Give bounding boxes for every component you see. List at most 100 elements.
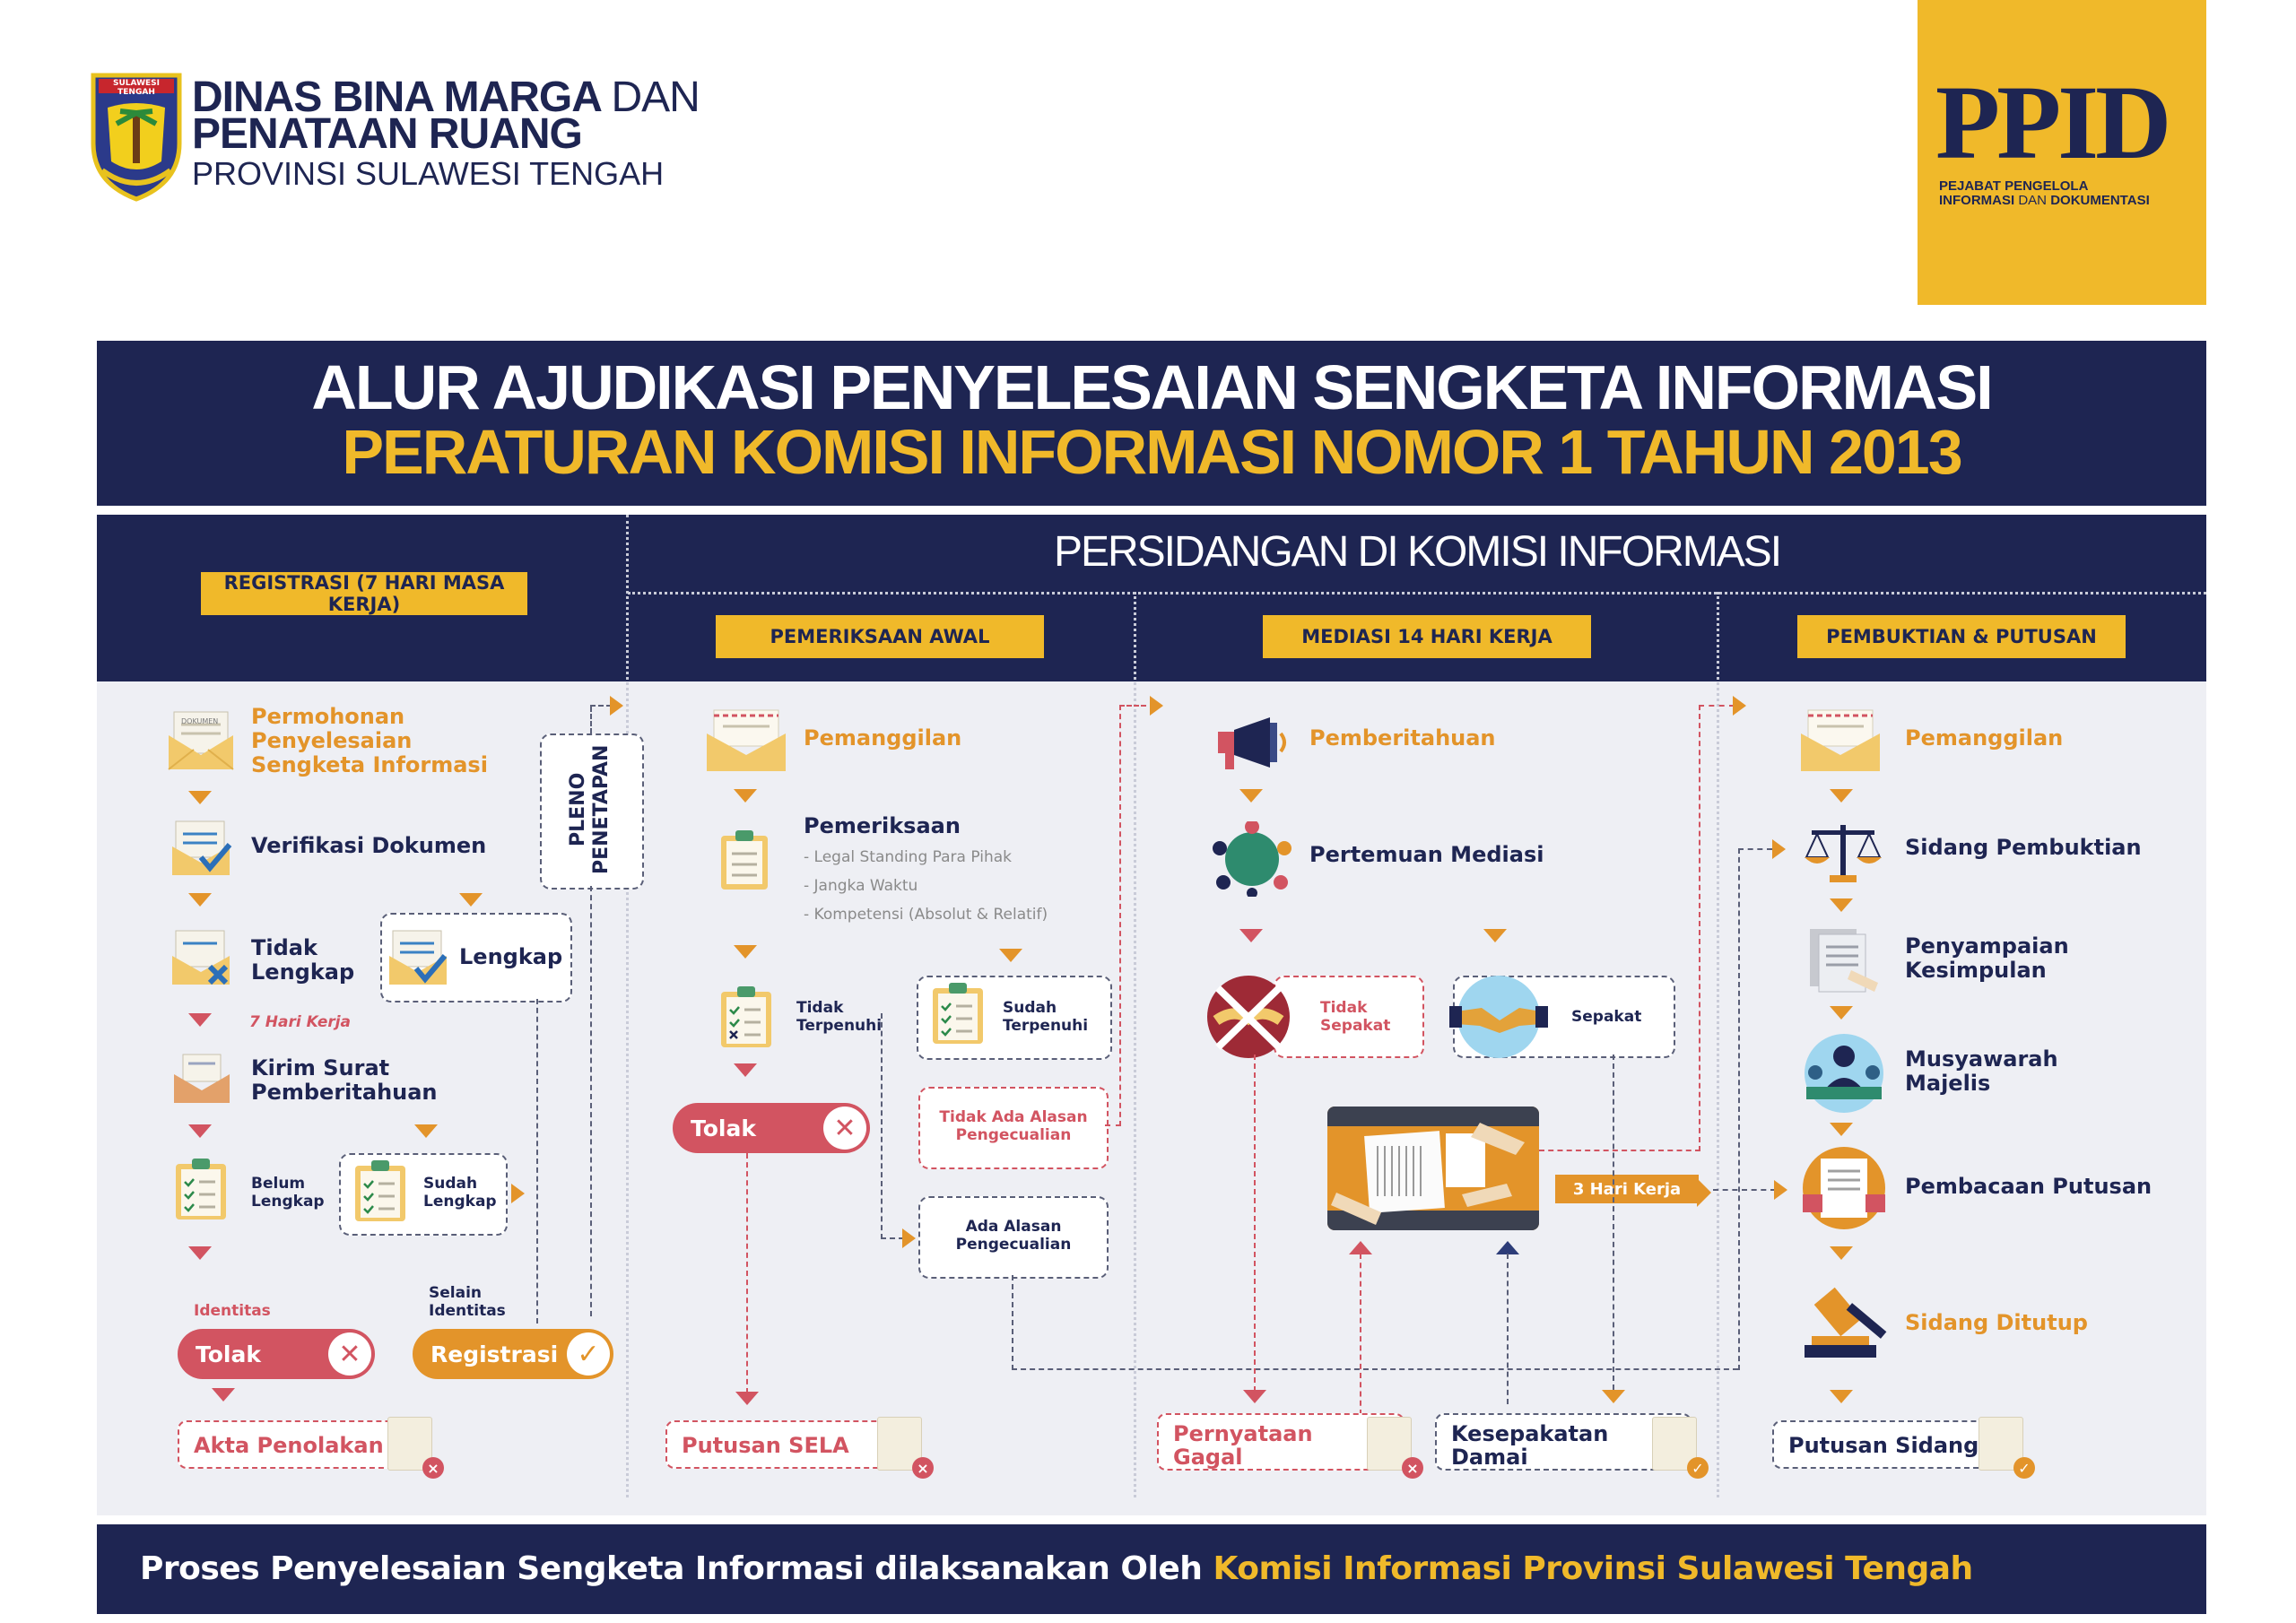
arrow-down xyxy=(188,791,212,804)
step-pertemuan-mediasi: Pertemuan Mediasi xyxy=(1309,842,1544,867)
arrow-right xyxy=(902,1228,916,1248)
documents-icon xyxy=(1806,925,1882,997)
ppid-line2c: DOKUMENTASI xyxy=(2050,193,2150,208)
phase-registrasi: REGISTRASI (7 HARI MASA KERJA) xyxy=(201,572,527,615)
org-line3: PROVINSI SULAWESI TENGAH xyxy=(192,155,665,192)
step-kirim-surat: Kirim Surat Pemberitahuan xyxy=(251,1055,438,1105)
step-ada-alasan: Ada Alasan Pengecualian xyxy=(955,1218,1072,1254)
org-line1: DINAS BINA MARGA xyxy=(192,74,601,121)
check-icon: ✓ xyxy=(567,1332,610,1376)
pernyataan-gagal-label: Pernyataan Gagal xyxy=(1173,1421,1313,1470)
close-icon: ✕ xyxy=(823,1107,866,1150)
outcome-akta-penolakan: Akta Penolakan xyxy=(178,1420,411,1469)
arrow-down xyxy=(414,1124,438,1138)
arrow-down xyxy=(1602,1390,1625,1403)
outcome-kesepakatan-damai: Kesepakatan Damai xyxy=(1435,1413,1692,1471)
tolak-label: Tolak xyxy=(196,1341,261,1367)
complete-doc-icon xyxy=(387,927,450,990)
envelope-icon xyxy=(167,708,235,775)
arrow-down xyxy=(188,1124,212,1138)
footer-main: Proses Penyelesaian Sengketa Informasi d… xyxy=(140,1550,1203,1587)
kesepakatan-damai-label: Kesepakatan Damai xyxy=(1451,1421,1609,1470)
arrow-down xyxy=(734,789,757,803)
box-pleno xyxy=(540,733,644,890)
arrow-down xyxy=(1830,1006,1853,1020)
phase-divider-2 xyxy=(1134,592,1136,1497)
arrow-down xyxy=(212,1388,235,1402)
arrow-down xyxy=(999,949,1022,962)
phase-pembuktian: PEMBUKTIAN & PUTUSAN xyxy=(1797,615,2126,658)
connector-line xyxy=(1699,705,1735,707)
arrow-down xyxy=(1830,1123,1853,1136)
arrow-up xyxy=(1349,1241,1372,1254)
clipboard-check-icon xyxy=(929,981,987,1049)
putusan-sela-label: Putusan SELA xyxy=(682,1433,849,1458)
footer-text: Proses Penyelesaian Sengketa Informasi d… xyxy=(140,1546,2185,1593)
clipboard-icon xyxy=(718,985,775,1053)
step-tidak-ada-alasan: Tidak Ada Alasan Pengecualian xyxy=(939,1108,1088,1144)
phase-mediasi: MEDIASI 14 HARI KERJA xyxy=(1263,615,1591,658)
council-icon xyxy=(1797,1033,1891,1117)
arrow-down xyxy=(734,945,757,959)
footer-band xyxy=(97,1524,2206,1614)
connector-line xyxy=(1738,848,1772,850)
arrow-right xyxy=(1697,1178,1711,1207)
arrow-up xyxy=(1496,1241,1519,1254)
title-line1: ALUR AJUDIKASI PENYELESAIAN SENGKETA INF… xyxy=(311,352,1993,422)
criteria-item: - Kompetensi (Absolut & Relatif) xyxy=(804,906,1048,924)
connector-line xyxy=(881,1013,883,1239)
agreement-signing-image xyxy=(1327,1107,1539,1230)
ppid-line1: PEJABAT PENGELOLA xyxy=(1939,178,2089,194)
step-tidak-sepakat: Tidak Sepakat xyxy=(1320,999,1391,1035)
connector-line xyxy=(746,1153,748,1393)
org-line2: PENATAAN RUANG xyxy=(192,110,583,158)
criteria-item: - Legal Standing Para Pihak xyxy=(804,848,1012,866)
letter-icon xyxy=(172,1051,231,1108)
phase-divider-3 xyxy=(1717,592,1719,1497)
box-ada-alasan xyxy=(918,1196,1109,1279)
document-icon: × xyxy=(1367,1417,1423,1479)
arrow-down xyxy=(735,1392,759,1405)
reject-badge-icon: × xyxy=(912,1457,934,1479)
crest-logo xyxy=(90,72,183,203)
org-line1-suffix: DAN xyxy=(611,74,700,121)
connector-line xyxy=(590,705,612,707)
title-banner xyxy=(97,341,2206,506)
step-tidak-lengkap: Tidak Lengkap xyxy=(251,935,355,985)
megaphone-icon xyxy=(1214,714,1292,777)
gavel-icon xyxy=(1799,1280,1889,1365)
pleno-label: PLENO PENETAPAN xyxy=(567,744,613,875)
connector-line xyxy=(1119,705,1146,707)
step-pemberitahuan: Pemberitahuan xyxy=(1309,725,1496,751)
akta-penolakan-label: Akta Penolakan xyxy=(194,1433,384,1458)
arrow-down xyxy=(459,893,483,907)
envelope-icon xyxy=(705,708,787,777)
arrow-down xyxy=(1830,898,1853,912)
document-icon: × xyxy=(877,1417,934,1479)
persidangan-title: PERSIDANGAN DI KOMISI INFORMASI xyxy=(1053,528,1782,576)
step-permohonan: Permohonan Penyelesaian Sengketa Informa… xyxy=(251,704,488,777)
handshake-icon xyxy=(1448,972,1550,1065)
org-name: DINAS BINA MARGA DAN PENATAAN RUANG PROV… xyxy=(192,76,784,195)
connector-line xyxy=(1699,705,1700,1151)
step-belum-lengkap: Belum Lengkap xyxy=(251,1175,325,1211)
scales-icon xyxy=(1803,818,1883,890)
ppid-badge: PPID PEJABAT PENGELOLA INFORMASI DAN DOK… xyxy=(1918,0,2206,305)
tolak-label: Tolak xyxy=(691,1115,756,1141)
arrow-right xyxy=(511,1184,525,1203)
tolak-pill: Tolak ✕ xyxy=(673,1103,870,1153)
hari-kerja-banner: 3 Hari Kerja xyxy=(1555,1175,1699,1203)
connector-line xyxy=(1254,1055,1256,1392)
arrow-down xyxy=(1830,1246,1853,1260)
clipboard-check-icon xyxy=(352,1159,409,1227)
step-sidang-pembuktian: Sidang Pembuktian xyxy=(1905,835,2142,860)
step-pembacaan: Pembacaan Putusan xyxy=(1905,1174,2152,1199)
ppid-line2a: INFORMASI xyxy=(1939,193,2015,208)
hari-kerja-label: 7 Hari Kerja xyxy=(249,1013,352,1031)
arrow-right xyxy=(610,696,623,716)
arrow-down xyxy=(1830,1390,1853,1403)
step-verifikasi: Verifikasi Dokumen xyxy=(251,833,487,858)
connector-line xyxy=(1613,1055,1614,1390)
hari-kerja-label: 3 Hari Kerja xyxy=(1572,1179,1682,1199)
verify-doc-icon xyxy=(170,818,233,881)
